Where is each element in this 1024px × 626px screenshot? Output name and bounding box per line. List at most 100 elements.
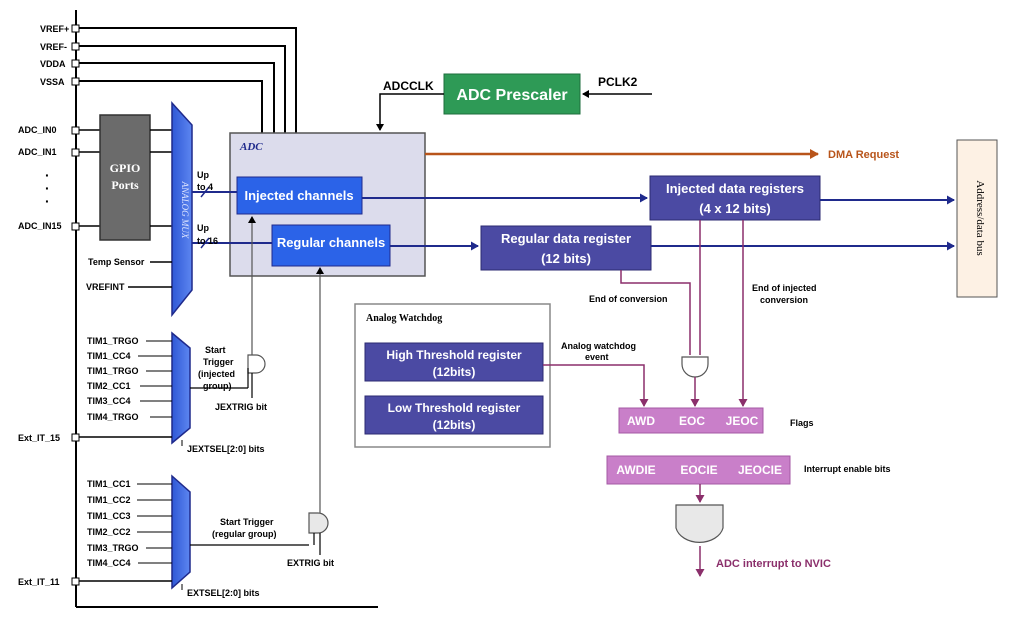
injected-data-registers-box (649, 175, 821, 221)
end-of-injected-label: End of injected (752, 283, 817, 293)
up-to-16-label: Up (197, 223, 209, 233)
pin-label-vdda: VDDA (40, 59, 66, 69)
watchdog-event-label: Analog watchdog (561, 341, 636, 351)
wire-vssa (79, 80, 263, 133)
or-gate-interrupt (675, 504, 724, 543)
up-to-4-label: Up (197, 170, 209, 180)
adc-input-dots: · (45, 167, 50, 183)
extsel-label: EXTSEL[2:0] bits (187, 588, 260, 598)
inj-trigger-1: TIM1_CC4 (87, 351, 131, 361)
reg-trigger-5: TIM4_CC4 (87, 558, 131, 568)
pin-pad (71, 148, 80, 157)
data-registers: Injected data registers (4 x 12 bits) Re… (362, 175, 955, 271)
adc-prescaler-box (443, 73, 581, 115)
or-gate-eoc (681, 356, 709, 378)
interrupt-enable-label: Interrupt enable bits (804, 464, 891, 474)
reg-trigger-2: TIM1_CC3 (87, 511, 131, 521)
adc-core-title: ADC (239, 141, 263, 153)
end-of-conversion-paths: End of conversion End of injected conver… (589, 220, 817, 407)
end-of-conversion-label: End of conversion (589, 294, 668, 304)
high-threshold-label: High Threshold register (386, 348, 522, 362)
pin-label-vref-minus: VREF- (40, 42, 67, 52)
address-data-bus-box (956, 139, 998, 298)
pin-label-adc-in1: ADC_IN1 (18, 147, 57, 157)
pin-pad (71, 77, 80, 86)
end-of-injected-label: conversion (760, 295, 808, 305)
flag-awd: AWD (627, 414, 655, 428)
ext-it-11-label: Ext_IT_11 (18, 577, 60, 587)
address-data-bus-label: Address/data bus (974, 180, 986, 255)
reg-trigger-0: TIM1_CC1 (87, 479, 131, 489)
gpio-ports: GPIO Ports (99, 114, 172, 241)
inj-trigger-0: TIM1_TRGO (87, 336, 139, 346)
pclk2-label: PCLK2 (598, 75, 638, 89)
flags-label: Flags (790, 418, 814, 428)
regular-channels-label: Regular channels (277, 235, 385, 250)
injected-trigger-mux: TIM1_TRGO TIM1_CC4 TIM1_TRGO TIM2_CC1 TI… (18, 216, 267, 454)
inj-trigger-4: TIM3_CC4 (87, 396, 131, 406)
low-threshold-label: Low Threshold register (388, 401, 521, 415)
injected-data-registers-label: Injected data registers (666, 181, 804, 196)
gpio-label: Ports (111, 178, 139, 192)
analog-mux-shape (171, 101, 193, 318)
start-trigger-regular-label: (regular group) (212, 529, 277, 539)
ext-it-15-label: Ext_IT_15 (18, 433, 60, 443)
reg-trigger-3: TIM2_CC2 (87, 527, 131, 537)
nvic-label: ADC interrupt to NVIC (716, 558, 831, 570)
flag-eoc: EOC (679, 414, 705, 428)
pin-label-vref-plus: VREF+ (40, 24, 69, 34)
inj-trigger-2: TIM1_TRGO (87, 366, 139, 376)
low-threshold-label: (12bits) (433, 418, 476, 432)
adc-prescaler-label: ADC Prescaler (456, 87, 567, 104)
regular-data-register-box (480, 225, 652, 271)
regular-trigger-mux-shape (171, 474, 191, 590)
analog-watchdog-title: Analog Watchdog (366, 313, 442, 324)
start-trigger-injected-label: (injected (198, 369, 235, 379)
int-jeocie: JEOCIE (738, 463, 782, 477)
and-gate-injected (247, 354, 266, 374)
flags-register: AWD EOC JEOC Flags (618, 407, 814, 434)
start-trigger-injected-label: Start (205, 345, 226, 355)
wire-vdda (79, 62, 275, 133)
reg-trigger-4: TIM3_TRGO (87, 543, 139, 553)
injected-channels-box (236, 176, 363, 215)
temp-sensor-label: Temp Sensor (88, 257, 145, 267)
regular-data-register-label: Regular data register (501, 231, 631, 246)
clock-path: ADCCLK ADC Prescaler PCLK2 (376, 73, 652, 131)
adcclk-label: ADCCLK (383, 79, 434, 93)
start-trigger-regular-label: Start Trigger (220, 517, 274, 527)
jextsel-label: JEXTSEL[2:0] bits (187, 444, 265, 454)
wire-adcclk (376, 93, 444, 131)
vrefint-label: VREFINT (86, 282, 125, 292)
analog-mux: ANALOG MUX Temp Sensor VREFINT (86, 101, 193, 318)
analog-mux-label: ANALOG MUX (180, 181, 190, 239)
adc-input-dots: · (45, 193, 50, 209)
wire-vref-minus (79, 45, 286, 133)
inj-trigger-3: TIM2_CC1 (87, 381, 131, 391)
jextrig-label: JEXTRIG bit (215, 402, 267, 412)
dma-request-label: DMA Request (828, 149, 899, 161)
injected-trigger-mux-shape (171, 331, 191, 445)
inj-trigger-5: TIM4_TRGO (87, 412, 139, 422)
regular-trigger-mux: TIM1_CC1 TIM1_CC2 TIM1_CC3 TIM2_CC2 TIM3… (18, 267, 334, 598)
start-trigger-injected-label: group) (203, 381, 232, 391)
address-data-bus: Address/data bus (956, 139, 998, 298)
pin-pad (71, 222, 80, 231)
analog-watchdog: Analog Watchdog High Threshold register … (354, 303, 649, 448)
extrig-label: EXTRIG bit (287, 558, 334, 568)
watchdog-event-label: event (585, 352, 609, 362)
low-threshold-box (364, 395, 544, 435)
pin-label-vssa: VSSA (40, 77, 65, 87)
wire-vref-plus (79, 27, 297, 133)
pin-pad (71, 577, 80, 586)
gpio-box (99, 114, 151, 241)
up-to-16-label: to 16 (197, 236, 218, 246)
pin-pad (71, 126, 80, 135)
adc-core: ADC Injected channels Regular channels U… (192, 132, 426, 277)
pin-pad (71, 59, 80, 68)
adc-input-dots: · (45, 180, 50, 196)
pin-pad (71, 42, 80, 51)
start-trigger-injected-label: Trigger (203, 357, 234, 367)
gpio-label: GPIO (110, 161, 141, 175)
int-awdie: AWDIE (616, 463, 655, 477)
